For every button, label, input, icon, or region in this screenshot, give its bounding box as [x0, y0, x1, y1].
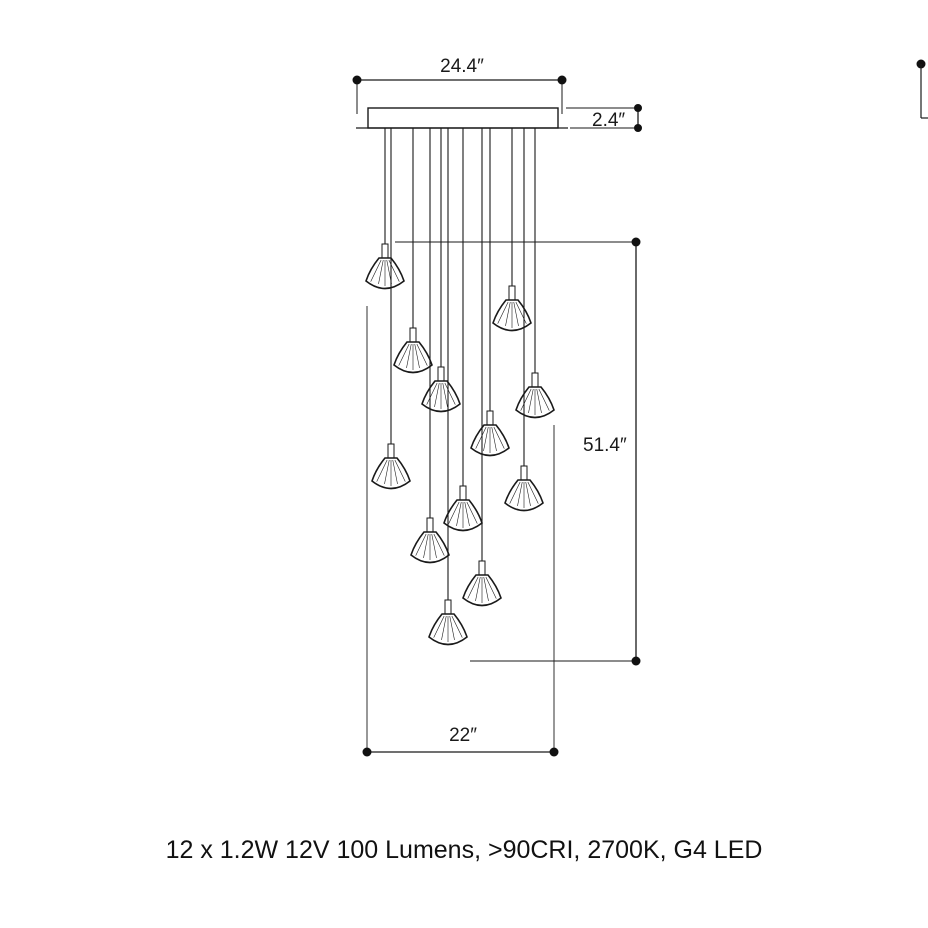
- pendant-shade-rib: [433, 615, 445, 638]
- pendant-shade-rib: [485, 576, 497, 599]
- pendant-socket: [426, 517, 434, 533]
- specification-text: 12 x 1.2W 12V 100 Lumens, >90CRI, 2700K,…: [165, 836, 763, 864]
- pendant-shade-rib: [527, 481, 539, 504]
- pendant-shade-rib: [467, 576, 479, 599]
- pendant-socket: [444, 599, 452, 615]
- pendant-shade-rib: [528, 388, 534, 414]
- pendant-socket: [409, 327, 417, 343]
- pendant-shade-rib: [392, 459, 398, 485]
- pendant-shade-rib: [378, 259, 384, 285]
- pendant-socket: [531, 372, 539, 388]
- pendant-socket: [508, 285, 516, 301]
- cluster-width-dimension: 22″: [362, 306, 559, 757]
- pendant-1: [365, 128, 405, 290]
- pendant-shade-rib: [538, 388, 550, 411]
- pendant-2: [492, 128, 532, 332]
- pendant-shade-rib: [415, 533, 427, 556]
- pendant-shade-rib: [448, 501, 460, 524]
- pendant-4: [421, 128, 461, 413]
- pendant-10: [410, 128, 450, 564]
- pendant-shade-rib: [475, 426, 487, 449]
- pendant-shade-rib: [466, 501, 478, 524]
- pendant-shade-rib: [406, 343, 412, 369]
- pendant-6: [470, 128, 510, 457]
- pendant-shade-rib: [483, 426, 489, 452]
- pendant-shade-rib: [509, 481, 521, 504]
- pendant-cluster: [365, 128, 555, 646]
- pendant-socket: [437, 366, 445, 382]
- pendant-shade-rib: [536, 388, 542, 414]
- pendant-shade-rib: [423, 533, 429, 559]
- pendant-shade-rib: [414, 343, 420, 369]
- pendant-shade-rib: [505, 301, 511, 327]
- pendant-shade-rib: [451, 615, 463, 638]
- pendant-12: [428, 128, 468, 646]
- pendant-socket: [486, 410, 494, 426]
- pendant-7: [371, 128, 411, 490]
- pendant-shade-rib: [520, 388, 532, 411]
- ceiling-canopy: [367, 107, 559, 129]
- drop-height-label: 51.4″: [583, 435, 627, 456]
- pendant-shade-rib: [497, 301, 509, 324]
- pendant-shade-rib: [442, 382, 448, 408]
- pendant-socket: [520, 465, 528, 481]
- canopy-width-dimension: 24.4″: [352, 56, 567, 114]
- pendant-shade-rib: [376, 459, 388, 482]
- pendant-5: [515, 128, 555, 419]
- pendant-shade-rib: [475, 576, 481, 602]
- pendant-socket: [459, 485, 467, 501]
- pendant-socket: [387, 443, 395, 459]
- pendant-shade-rib: [464, 501, 470, 527]
- pendant-shade-rib: [456, 501, 462, 527]
- drop-height-dimension: 51.4″: [395, 237, 641, 666]
- pendant-shade-rib: [444, 382, 456, 405]
- canopy-height-label: 2.4″: [592, 110, 625, 131]
- pendant-8: [504, 128, 544, 512]
- pendant-shade-rib: [416, 343, 428, 366]
- pendant-shade-rib: [434, 382, 440, 408]
- pendant-shade-rib: [384, 459, 390, 485]
- pendant-shade-rib: [433, 533, 445, 556]
- canopy-height-dimension: 2.4″: [566, 104, 642, 132]
- pendant-shade-rib: [515, 301, 527, 324]
- pendant-shade-rib: [449, 615, 455, 641]
- pendant-shade-rib: [398, 343, 410, 366]
- pendant-shade-rib: [394, 459, 406, 482]
- adjacent-drawing-fragment: [916, 59, 928, 119]
- pendant-shade-rib: [525, 481, 531, 507]
- pendant-shade-rib: [491, 426, 497, 452]
- pendant-3: [393, 128, 433, 374]
- pendant-shade-rib: [370, 259, 382, 282]
- pendant-shade-rib: [493, 426, 505, 449]
- canopy-width-label: 24.4″: [440, 56, 484, 77]
- pendant-9: [443, 128, 483, 532]
- pendant-shade-rib: [441, 615, 447, 641]
- pendant-shade-rib: [513, 301, 519, 327]
- pendant-socket: [381, 243, 389, 259]
- pendant-shade-rib: [483, 576, 489, 602]
- cluster-width-label: 22″: [449, 725, 477, 746]
- pendant-shade-rib: [426, 382, 438, 405]
- pendant-11: [462, 128, 502, 607]
- pendant-shade-rib: [431, 533, 437, 559]
- pendant-shade-rib: [517, 481, 523, 507]
- pendant-socket: [478, 560, 486, 576]
